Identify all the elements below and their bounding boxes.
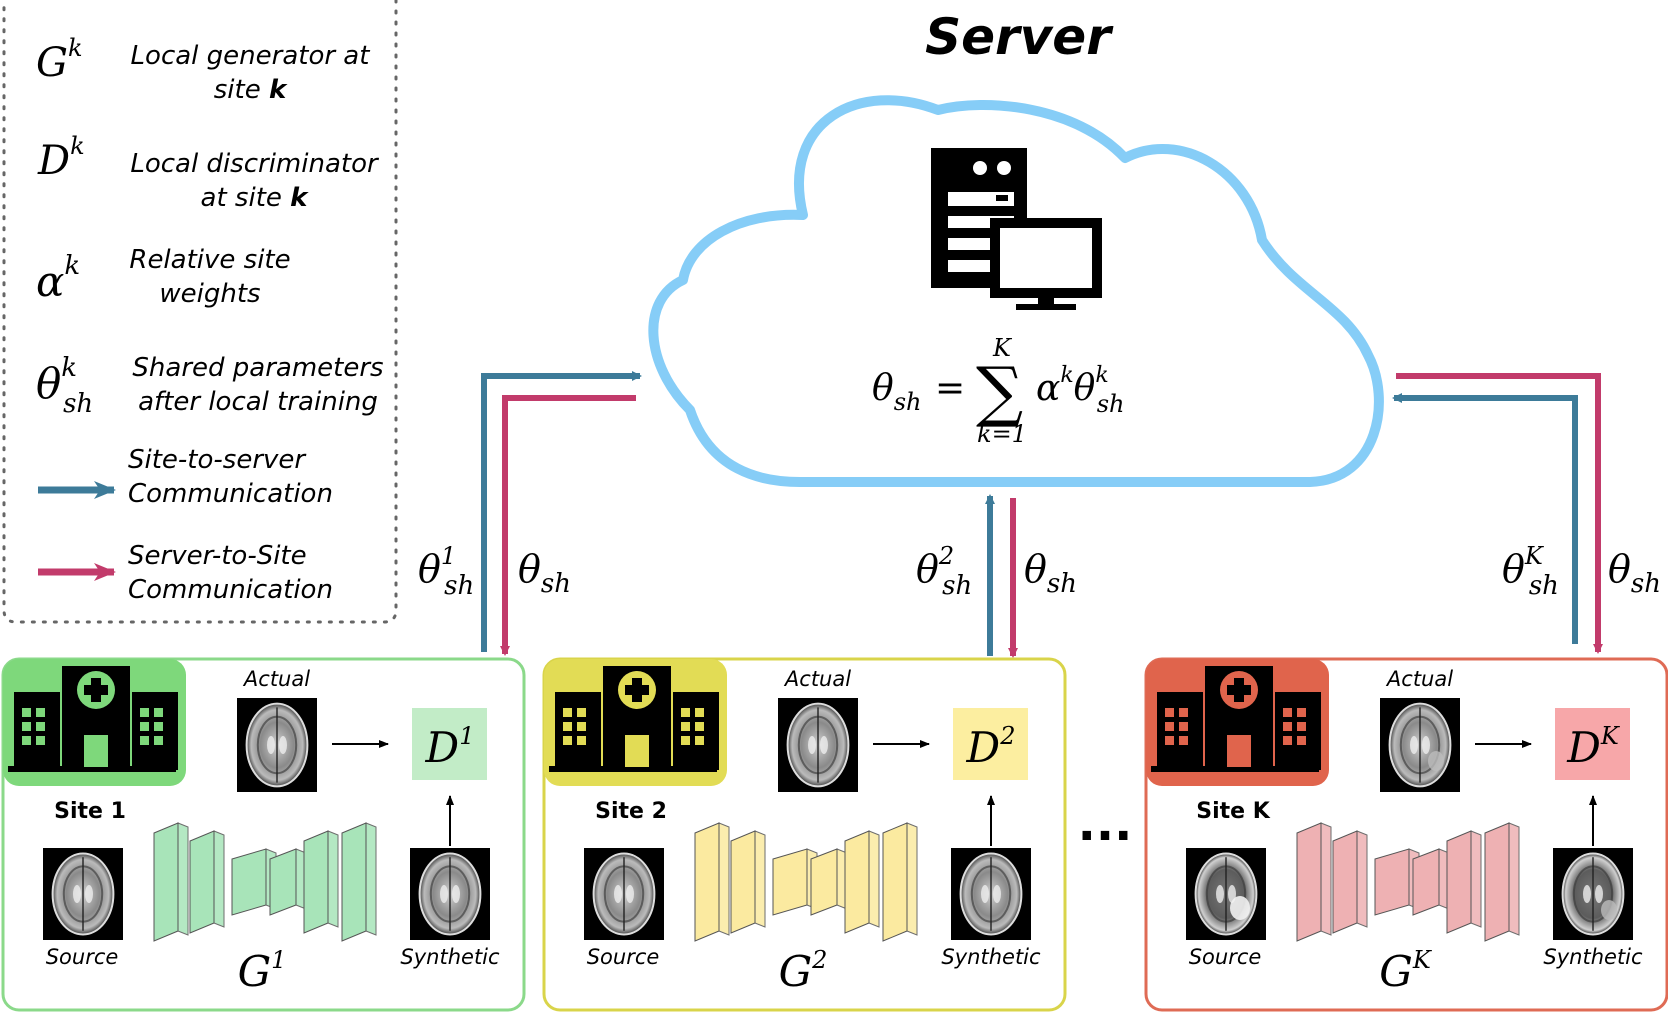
- legend-desc-alpha-line1: Relative site: [129, 245, 290, 275]
- site1-source-label: Source: [46, 945, 119, 969]
- svg-text:∑: ∑: [976, 353, 1023, 430]
- site2-synthetic-label: Synthetic: [941, 945, 1041, 969]
- site1-discriminator-label: D1: [425, 722, 475, 772]
- hospital-icon: [549, 666, 719, 772]
- svg-text:=: =: [935, 368, 965, 409]
- site1-synthetic-label: Synthetic: [400, 945, 500, 969]
- site2-actual-label: Actual: [783, 667, 851, 691]
- site1-download-arrow: [500, 395, 636, 656]
- legend-desc-d-line1: Local discriminator: [130, 149, 380, 179]
- legend: Gk Local generator at site k Dk Local di…: [2, 0, 398, 624]
- site1-upload-arrow: [481, 371, 642, 652]
- site2-name: Site 2: [595, 799, 667, 824]
- legend-server-to-site-line2: Communication: [128, 575, 333, 605]
- legend-desc-d-line2: at site k: [201, 183, 310, 213]
- ellipsis: ...: [1078, 796, 1133, 852]
- legend-desc-theta-line2: after local training: [138, 387, 378, 417]
- site2-down-label: θsh: [1024, 547, 1077, 599]
- siteK-generator-label: GK: [1379, 946, 1433, 996]
- generator-network: [153, 822, 377, 942]
- svg-text:k=1: k=1: [977, 420, 1027, 448]
- legend-border: [2, 0, 398, 624]
- siteK-download-arrow: [1396, 373, 1603, 654]
- hospital-icon: [8, 666, 178, 772]
- legend-symbol-d: Dk: [37, 132, 85, 184]
- server-title: Server: [925, 8, 1114, 66]
- legend-server-to-site-line1: Server-to-Site: [128, 541, 307, 571]
- svg-text:θsh: θsh: [872, 368, 921, 416]
- siteK-synthetic-label: Synthetic: [1543, 945, 1643, 969]
- legend-desc-theta-line1: Shared parameters: [132, 353, 383, 383]
- svg-text:K: K: [992, 334, 1013, 362]
- generator-network: [1296, 822, 1520, 942]
- site1-discriminator-box: [412, 708, 487, 780]
- legend-desc-g-line1: Local generator at: [131, 41, 371, 71]
- siteK-name: Site K: [1196, 799, 1270, 824]
- site2-source-label: Source: [587, 945, 660, 969]
- site1-generator-label: G1: [238, 946, 287, 996]
- site2-generator-label: G2: [779, 946, 828, 996]
- siteK-discriminator-box: [1555, 708, 1630, 780]
- siteK-actual-label: Actual: [1385, 667, 1453, 691]
- siteK-down-label: θsh: [1608, 547, 1661, 599]
- site1-name: Site 1: [54, 799, 126, 824]
- site2-discriminator-label: D2: [966, 722, 1016, 772]
- legend-symbol-alpha: αk: [36, 251, 80, 306]
- site2-discriminator-box: [953, 708, 1028, 780]
- legend-site-to-server-line2: Communication: [128, 479, 333, 509]
- siteK-discriminator-label: DK: [1566, 722, 1621, 772]
- legend-desc-g-line2: site k: [214, 75, 288, 105]
- siteK-source-label: Source: [1189, 945, 1262, 969]
- siteK-upload-arrow: [1392, 393, 1578, 644]
- site1-actual-label: Actual: [242, 667, 310, 691]
- legend-desc-alpha-line2: weights: [159, 279, 260, 309]
- generator-network: [694, 822, 918, 942]
- monitor-icon: [990, 218, 1102, 310]
- legend-site-to-server-line1: Site-to-server: [128, 445, 307, 475]
- site1-down-label: θsh: [518, 547, 571, 599]
- legend-symbol-g: Gk: [36, 34, 83, 86]
- hospital-icon: [1151, 666, 1321, 772]
